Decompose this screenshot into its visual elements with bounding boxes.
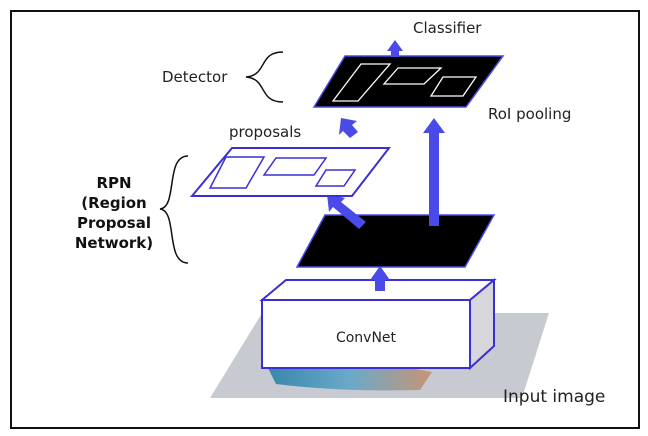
- arrow-featuremap-to-proposals: [327, 194, 366, 229]
- classifier-label: Classifier: [413, 19, 482, 37]
- rpn-label-line-2: (Region: [81, 194, 146, 212]
- detector-box-1: [331, 63, 392, 102]
- proposals-layer: [189, 147, 392, 197]
- detector-brace: [245, 51, 284, 103]
- arrow-convnet-to-featuremap: [370, 266, 390, 291]
- proposal-box-3: [314, 169, 357, 187]
- proposals-label: proposals: [229, 123, 301, 141]
- detector-map: [312, 55, 505, 108]
- input-photo-strip: [268, 364, 432, 391]
- figure-frame: [10, 10, 640, 429]
- rpn-brace: [159, 155, 189, 264]
- feature-map: [295, 214, 496, 268]
- rpn-label-line-4: Network): [75, 234, 153, 252]
- input-image-label: Input image: [503, 387, 605, 407]
- detector-label: Detector: [162, 68, 228, 86]
- detector-box-2: [382, 67, 443, 85]
- roi-pooling-label: RoI pooling: [488, 105, 571, 123]
- proposal-box-1: [208, 156, 266, 189]
- convnet-box: [261, 299, 471, 369]
- rpn-label-line-1: RPN: [96, 174, 131, 192]
- proposal-box-2: [262, 157, 328, 176]
- arrow-featuremap-to-roi-pooling: [423, 118, 445, 226]
- arrow-proposals-to-detector: [339, 118, 358, 138]
- detector-box-3: [429, 76, 478, 97]
- convnet-label: ConvNet: [336, 330, 397, 346]
- arrow-detector-to-classifier: [387, 40, 403, 57]
- rpn-label-line-3: Proposal: [77, 214, 151, 232]
